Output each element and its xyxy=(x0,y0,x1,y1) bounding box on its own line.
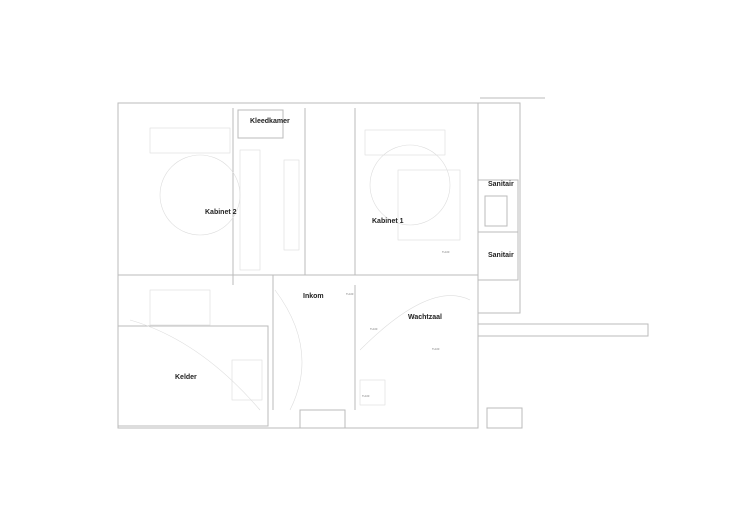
light-label: TL100 xyxy=(442,251,450,254)
furniture xyxy=(397,169,461,241)
room-label-inkom: Inkom xyxy=(303,293,324,300)
room-label-kabinet-2: Kabinet 2 xyxy=(205,209,237,216)
room-label-kelder: Kelder xyxy=(175,374,197,381)
cabinet xyxy=(239,149,261,271)
chair xyxy=(359,379,386,406)
step xyxy=(486,407,523,429)
light-label: TL100 xyxy=(432,348,440,351)
outside-ledge xyxy=(477,323,649,337)
stairs xyxy=(231,359,263,401)
cabinet xyxy=(283,159,300,251)
room-label-sanitair-top: Sanitair xyxy=(488,181,514,188)
kleedkamer-wall xyxy=(237,109,284,139)
entry-step xyxy=(299,409,346,429)
door-swing xyxy=(359,295,471,351)
outer-wall xyxy=(117,102,479,429)
sanitair-wall xyxy=(477,102,521,314)
furniture xyxy=(364,129,446,156)
shower xyxy=(484,195,508,227)
door-swing xyxy=(129,319,261,411)
sanitair-inner xyxy=(477,179,519,281)
turning-circle xyxy=(159,154,241,236)
furniture xyxy=(149,127,231,154)
light-label: TL100 xyxy=(362,395,370,398)
room-label-kleedkamer: Kleedkamer xyxy=(250,118,290,125)
light-label: TL100 xyxy=(370,328,378,331)
light-label: TL100 xyxy=(346,293,354,296)
room-label-sanitair-bottom: Sanitair xyxy=(488,252,514,259)
room-label-wachtzaal: Wachtzaal xyxy=(408,314,442,321)
turning-circle xyxy=(369,144,451,226)
door-swing xyxy=(274,289,303,411)
room-label-kabinet-1: Kabinet 1 xyxy=(372,218,404,225)
stairs xyxy=(149,289,211,326)
kelder-wall xyxy=(117,325,269,427)
